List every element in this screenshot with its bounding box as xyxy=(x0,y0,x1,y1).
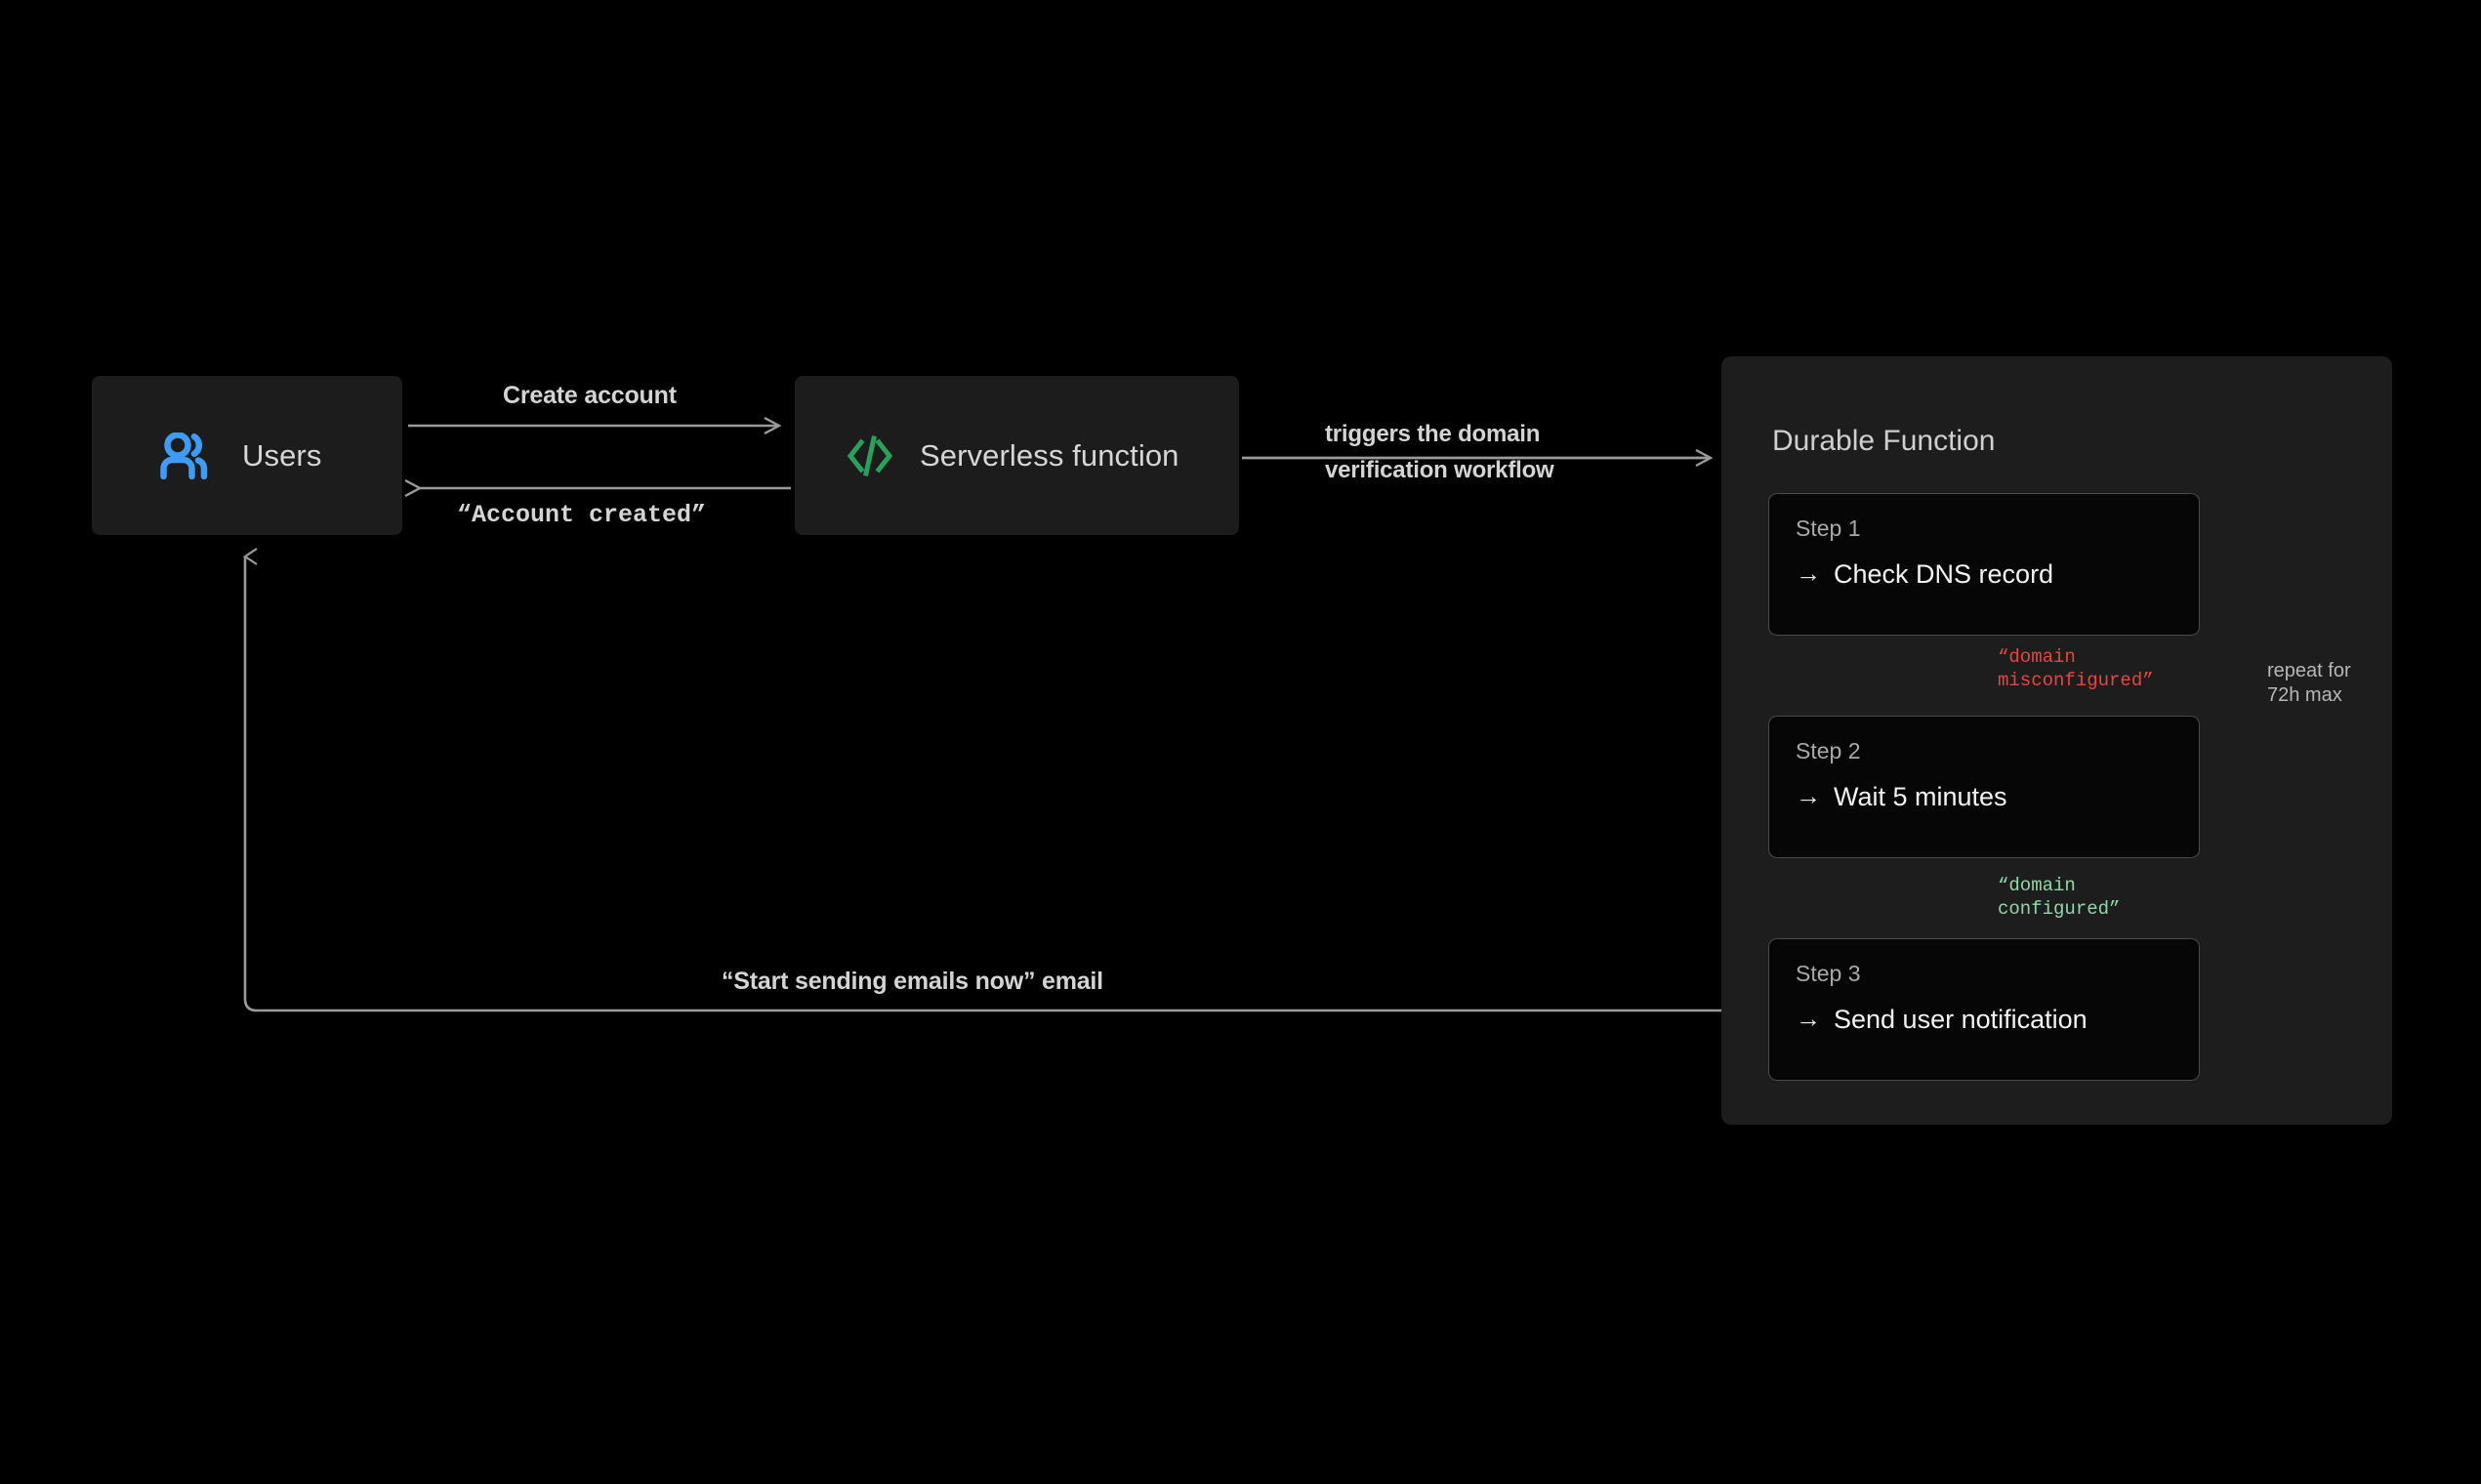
transition-configured-line2: configured” xyxy=(1998,898,2121,920)
loop-label-line2: 72h max xyxy=(2267,684,2342,706)
arrow-right-icon: → xyxy=(1796,558,1821,588)
durable-function-panel: Durable Function Step 1 → Check DNS reco… xyxy=(1721,356,2392,1125)
step-1-kicker: Step 1 xyxy=(1796,515,1861,541)
step-box-1[interactable]: Step 1 → Check DNS record xyxy=(1768,493,2200,636)
step-1-title-row: → Check DNS record xyxy=(1796,558,2199,590)
edge-label-start-sending-emails: “Start sending emails now” email xyxy=(722,968,1103,995)
transition-configured-line1: “domain xyxy=(1998,875,2076,896)
node-serverless-function[interactable]: Serverless function xyxy=(795,376,1239,535)
node-serverless-function-label: Serverless function xyxy=(920,437,1179,473)
edge-notification-to-users xyxy=(243,548,1762,1012)
transition-label-misconfigured: “domain misconfigured” xyxy=(1998,645,2154,692)
transition-misconfigured-line1: “domain xyxy=(1998,646,2076,668)
node-users-label: Users xyxy=(242,437,322,473)
step-box-3[interactable]: Step 3 → Send user notification xyxy=(1768,938,2200,1081)
edge-label-create-account: Create account xyxy=(503,382,677,409)
arrow-right-icon: → xyxy=(1796,781,1821,810)
step-box-2[interactable]: Step 2 → Wait 5 minutes xyxy=(1768,716,2200,858)
edge-label-triggers-line2: verification workflow xyxy=(1325,457,1554,483)
durable-function-title: Durable Function xyxy=(1772,425,1996,457)
step-2-title-row: → Wait 5 minutes xyxy=(1796,781,2199,812)
code-brackets-icon xyxy=(846,434,894,476)
step-3-title: Send user notification xyxy=(1834,1005,2088,1034)
step-2-title: Wait 5 minutes xyxy=(1834,782,2007,811)
edge-label-triggers-workflow: triggers the domain verification workflo… xyxy=(1325,416,1554,488)
loop-label-repeat: repeat for 72h max xyxy=(2267,659,2351,708)
node-users[interactable]: Users xyxy=(92,376,402,535)
edge-label-triggers-line1: triggers the domain xyxy=(1325,421,1541,447)
loop-label-line1: repeat for xyxy=(2267,660,2351,681)
step-1-title: Check DNS record xyxy=(1834,559,2054,589)
transition-misconfigured-line2: misconfigured” xyxy=(1998,670,2154,691)
arrow-right-icon: → xyxy=(1796,1004,1821,1033)
step-2-kicker: Step 2 xyxy=(1796,738,1861,763)
transition-label-configured: “domain configured” xyxy=(1998,874,2120,921)
users-icon xyxy=(160,432,217,479)
edge-label-account-created: “Account created” xyxy=(457,501,707,529)
step-3-kicker: Step 3 xyxy=(1796,961,1861,986)
step-3-title-row: → Send user notification xyxy=(1796,1004,2199,1035)
